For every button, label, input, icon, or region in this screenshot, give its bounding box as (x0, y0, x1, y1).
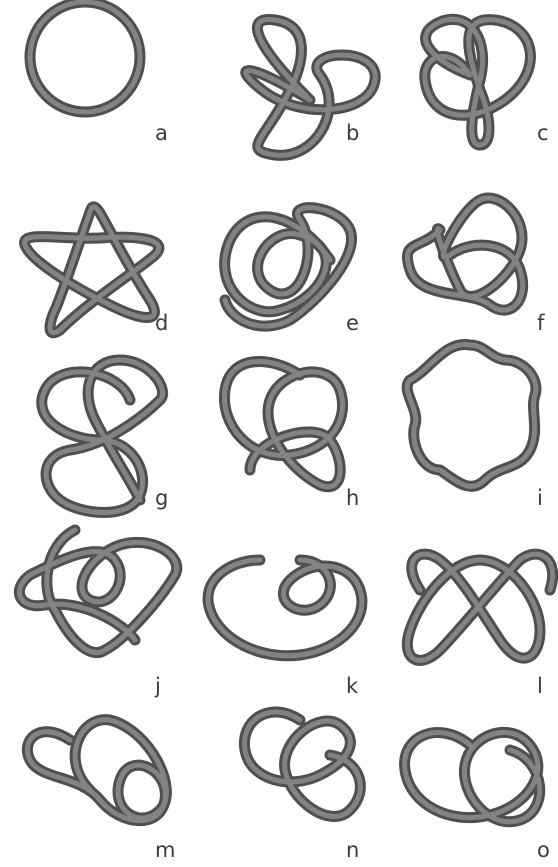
knot-e-drawing (225, 208, 352, 326)
knot-f-label: f (537, 311, 545, 335)
knot-d-label: d (155, 311, 168, 335)
knot-e-label: e (346, 311, 359, 335)
knot-h-label: h (346, 486, 359, 510)
knot-j-label: j (154, 674, 161, 698)
knot-g-drawing (42, 360, 163, 513)
knot-o-label: o (537, 838, 550, 862)
knot-a-label: a (155, 121, 168, 145)
knot-l-drawing (407, 554, 552, 660)
knot-f-drawing (407, 198, 522, 310)
knot-h-drawing (224, 361, 342, 486)
knot-n-label: n (346, 838, 359, 862)
knot-k-label: k (346, 674, 359, 698)
knot-d-drawing (25, 207, 159, 333)
knot-m-label: m (155, 838, 175, 862)
knot-k-drawing (208, 560, 362, 656)
knot-a-drawing (30, 2, 140, 112)
knot-m-drawing (27, 720, 166, 821)
knot-o-drawing (405, 732, 540, 821)
knot-b-label: b (346, 121, 359, 145)
knot-c-label: c (537, 121, 549, 145)
knot-n-drawing (244, 712, 360, 817)
knot-i-drawing (407, 344, 536, 486)
knot-i-label: i (537, 486, 543, 510)
knot-l-label: l (537, 674, 543, 698)
knot-c-drawing (425, 19, 531, 145)
knot-g-label: g (155, 486, 168, 510)
knot-j-drawing (19, 530, 176, 653)
